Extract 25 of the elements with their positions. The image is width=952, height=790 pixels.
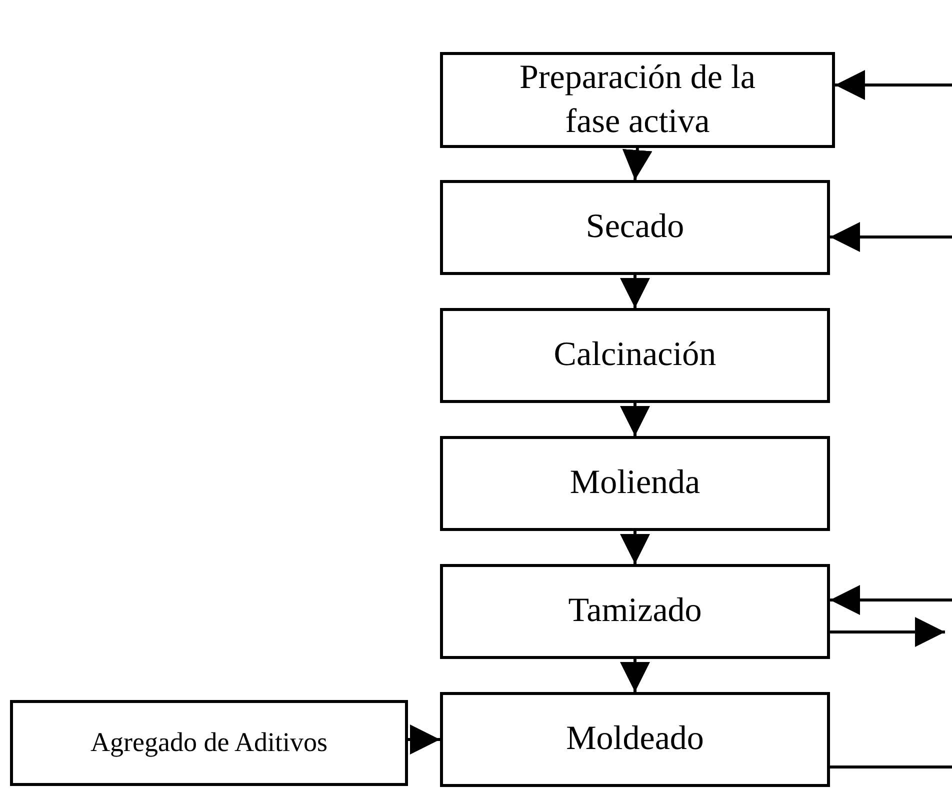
- arrow: [620, 403, 650, 436]
- step-label: Calcinación: [554, 335, 716, 376]
- process-box: [440, 308, 830, 403]
- arrow: [830, 222, 952, 252]
- step-label: Secado: [586, 207, 684, 248]
- step-label: Preparación de la fase activa: [518, 58, 756, 142]
- connector-line: [830, 766, 952, 768]
- arrow: [620, 659, 650, 692]
- step-label: Agregado de Aditivos: [90, 726, 328, 760]
- arrow: [620, 531, 650, 564]
- step-label: Tamizado: [568, 591, 702, 632]
- arrow: [830, 617, 945, 647]
- process-box: [440, 564, 830, 659]
- arrow: [620, 275, 650, 308]
- arrow: [830, 585, 952, 615]
- arrow: [835, 70, 952, 100]
- process-box: [10, 700, 408, 786]
- process-box: [440, 436, 830, 531]
- step-label: Moldeado: [566, 719, 704, 760]
- process-box: [440, 52, 835, 148]
- arrow: [622, 148, 652, 180]
- arrow: [408, 724, 440, 754]
- process-box: [440, 692, 830, 787]
- step-label: Molienda: [570, 463, 700, 504]
- process-box: [440, 180, 830, 275]
